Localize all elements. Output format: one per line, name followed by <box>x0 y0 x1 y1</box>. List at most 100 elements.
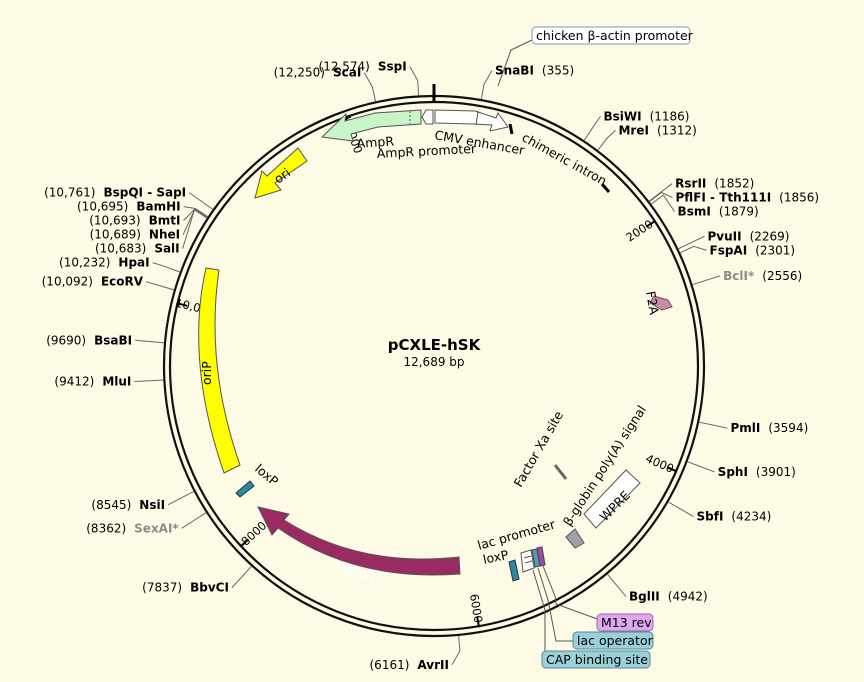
site-pflfi-tth111i[interactable]: PflFI - Tth111I (1856) <box>676 187 820 206</box>
label-chimeric-intron: chimeric intron <box>520 130 610 189</box>
feature-orip-arc[interactable] <box>198 267 241 474</box>
feature-b-globin-box[interactable] <box>565 528 585 549</box>
site-mrei[interactable]: MreI (1312) <box>618 120 696 139</box>
boxed-labels: chicken β-actin promoter M13 rev lac ope… <box>531 26 694 669</box>
site-hpai[interactable]: (10,232) HpaI <box>59 252 150 271</box>
feature-ampr-arrow[interactable] <box>320 109 422 142</box>
ring-tick-6000 <box>476 616 480 628</box>
feature-wpre-box[interactable] <box>583 469 641 529</box>
features <box>198 39 673 660</box>
restriction-sites: SnaBI (355)BsiWI (1186)MreI (1312)RsrII … <box>42 56 820 673</box>
site-scai[interactable]: (12,250) ScaI <box>274 62 362 81</box>
label-lac-promoter: lac promoter <box>476 516 558 553</box>
site-rsrii[interactable]: RsrII (1852) <box>675 173 754 192</box>
leader-cap-site <box>532 569 546 660</box>
site-bmti[interactable]: (10,693) BmtI <box>89 210 180 229</box>
feature-loxp-1-arrow[interactable] <box>235 480 255 498</box>
feature-f2a-arrow[interactable] <box>649 295 673 311</box>
site-bbvci[interactable]: (7837) BbvCI <box>142 577 229 596</box>
site-leader-bcli- <box>692 275 721 286</box>
site-sexai-[interactable]: (8362) SexAI* <box>86 518 179 537</box>
plasmid-size: 12,689 bp <box>403 355 464 369</box>
site-leader-bsmi <box>651 194 675 212</box>
chimeric-intron-end <box>600 183 611 193</box>
site-leader-ecorv <box>145 281 175 291</box>
box-lac-operator-text: lac operator <box>577 633 654 648</box>
site-leader-avrii <box>451 635 461 666</box>
site-leader-pflfi-tth111i <box>649 191 673 203</box>
site-bsmi[interactable]: BsmI (1879) <box>678 201 759 220</box>
site-leader-sbfi <box>668 501 694 517</box>
box-cap-site-text: CAP binding site <box>546 652 648 667</box>
ring-tick-4000 <box>666 466 678 473</box>
chimeric-intron-start <box>508 123 514 135</box>
site-leader-hpai <box>152 262 180 273</box>
ring-tick-label: 4000 <box>644 451 676 476</box>
leader-chicken-actin <box>497 39 533 87</box>
feature-m13-rev-mark[interactable] <box>536 546 546 567</box>
ring-tick-2000 <box>645 219 657 228</box>
site-leader-sali <box>182 209 208 249</box>
site-sali[interactable]: (10,683) SalI <box>95 238 180 257</box>
site-sspi[interactable]: (12,574) SspI <box>319 56 407 75</box>
site-mlui[interactable]: (9412) MluI <box>54 371 131 390</box>
plasmid-name: pCXLE-hSK <box>388 336 482 354</box>
box-lac-operator[interactable] <box>572 631 654 650</box>
box-cap-site[interactable] <box>541 650 651 669</box>
feature-cmv-enhancer-arrow[interactable] <box>434 109 509 132</box>
site-leader-bmti <box>183 208 208 221</box>
site-nsii[interactable]: (8545) NsiI <box>91 494 165 513</box>
site-leader-nsii <box>167 490 195 506</box>
box-m13-rev[interactable] <box>596 613 654 632</box>
site-bcli-[interactable]: BclI* (2556) <box>723 265 802 284</box>
site-leader-bbvci <box>231 565 252 589</box>
lac-hatch-2 <box>524 560 533 564</box>
label-loxp-2: loxP <box>482 547 511 567</box>
feature-loxp-2-arrow[interactable] <box>508 559 520 582</box>
site-leader-sspi <box>409 66 420 96</box>
ring-tick-label: 6000 <box>467 593 486 624</box>
label-factor-xa: Factor Xa site <box>511 408 567 489</box>
site-sbfi[interactable]: SbfI (4234) <box>696 506 771 525</box>
ring-tick-8000 <box>239 538 250 548</box>
site-leader-bspqi-sapi <box>188 192 214 210</box>
site-leader-bsiwi <box>583 115 601 141</box>
site-leader-bsabi <box>135 339 165 344</box>
site-nhei[interactable]: (10,689) NheI <box>90 224 181 243</box>
box-chicken-actin[interactable] <box>531 26 691 45</box>
site-ecorv[interactable]: (10,092) EcoRV <box>42 271 144 290</box>
feature-factor-xa-mark[interactable] <box>553 464 568 480</box>
site-leader-sexai- <box>181 512 207 529</box>
site-avrii[interactable]: (6161) AvrII <box>370 654 449 673</box>
site-bsabi[interactable]: (9690) BsaBI <box>46 330 132 349</box>
site-leader-scai <box>363 72 377 102</box>
feature-lac-promoter-box[interactable] <box>520 549 535 573</box>
site-fspai[interactable]: FspAI (2301) <box>710 240 796 259</box>
label-f2a: F2A <box>643 290 662 316</box>
site-bsiwi[interactable]: BsiWI (1186) <box>603 106 689 125</box>
ring-tick-10000 <box>176 302 188 307</box>
label-loxp-1: loxP <box>252 461 282 489</box>
box-m13-rev-text: M13 rev <box>601 615 652 630</box>
ring-tick-label: 8000 <box>238 518 269 548</box>
site-pvuii[interactable]: PvuII (2269) <box>707 226 789 245</box>
site-bglii[interactable]: BglII (4942) <box>629 586 708 605</box>
feature-ampr-promoter-arrow[interactable] <box>421 109 434 125</box>
feature-ebna1-arc[interactable] <box>257 506 461 576</box>
cmv-divider <box>475 110 479 126</box>
site-sphi[interactable]: SphI (3901) <box>718 461 796 480</box>
site-pmli[interactable]: PmlI (3594) <box>730 418 808 437</box>
label-orip: oriP <box>199 361 214 385</box>
site-leader-mlui <box>134 379 164 383</box>
ring-tick-label: 2000 <box>623 217 655 245</box>
feature-ori-arrow[interactable] <box>254 147 308 199</box>
box-chicken-actin-text: chicken β-actin promoter <box>536 28 694 43</box>
site-bspqi-sapi[interactable]: (10,761) BspQI - SapI <box>44 182 186 201</box>
leader-m13-rev <box>542 565 601 621</box>
site-bamhi[interactable]: (10,695) BamHI <box>77 196 181 215</box>
site-leader-nhei <box>182 208 208 235</box>
site-leader-fspai <box>679 245 707 254</box>
